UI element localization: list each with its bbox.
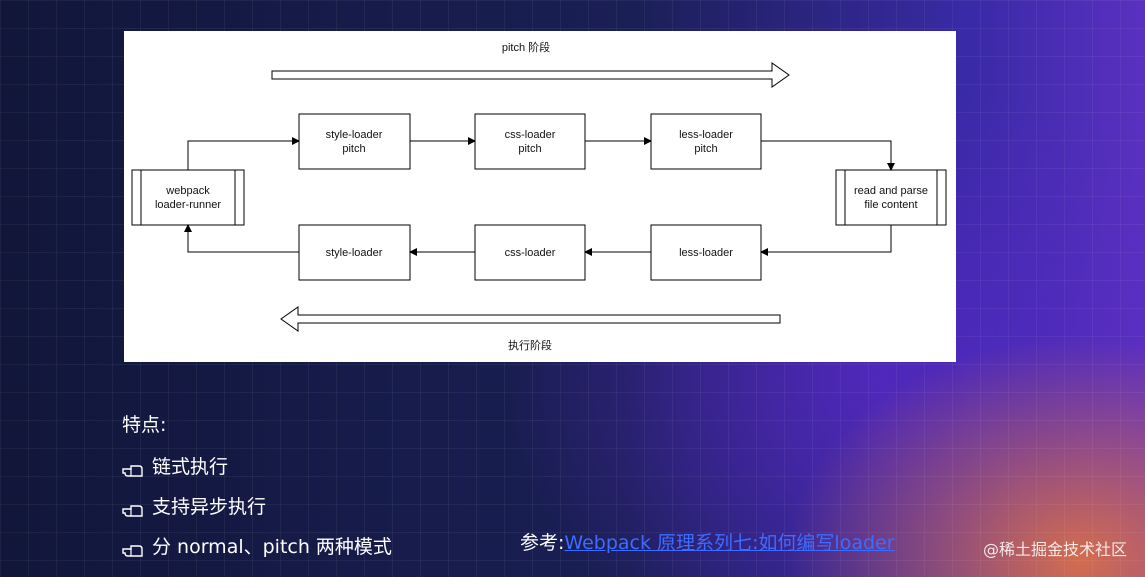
node-label-line2: pitch: [342, 143, 365, 155]
node-label-line1: read and parse: [854, 185, 928, 197]
pitch-phase-arrow: [271, 62, 790, 88]
node-label-line1: css-loader: [505, 129, 556, 141]
pitch-phase-label: pitch 阶段: [502, 40, 550, 54]
feature-text: 支持异步执行: [152, 496, 267, 518]
node-label-line2: pitch: [694, 143, 717, 155]
feature-item: 链式执行: [122, 447, 392, 487]
node-webpack-loader-runner: webpack loader-runner: [131, 169, 245, 226]
node-label: css-loader: [505, 247, 556, 259]
reference-link[interactable]: Webpack 原理系列七:如何编写loader: [564, 532, 895, 554]
node-less-loader-pitch: less-loader pitch: [650, 113, 762, 170]
feature-text: 链式执行: [152, 456, 229, 478]
hand-pointing-icon: [122, 539, 144, 557]
feature-item: 分 normal、pitch 两种模式: [122, 527, 392, 567]
node-label: less-loader: [679, 247, 733, 259]
edge-style-to-runner: [184, 224, 299, 253]
node-style-loader-pitch: style-loader pitch: [298, 113, 411, 170]
node-less-loader: less-loader: [650, 224, 762, 281]
feature-text: 分 normal、pitch 两种模式: [152, 536, 392, 558]
node-style-loader: style-loader: [298, 224, 411, 281]
node-css-loader-pitch: css-loader pitch: [474, 113, 586, 170]
node-label-line1: less-loader: [679, 129, 733, 141]
features-heading: 特点:: [122, 414, 167, 436]
hand-pointing-icon: [122, 499, 144, 517]
feature-item: 支持异步执行: [122, 487, 392, 527]
juejin-watermark: @稀土掘金技术社区: [982, 540, 1127, 559]
loader-flow-diagram: pitch 阶段 执行阶段 webpack loader-runner read…: [124, 31, 956, 362]
node-css-loader: css-loader: [474, 224, 586, 281]
node-label-line2: pitch: [518, 143, 541, 155]
node-label: style-loader: [326, 247, 383, 259]
node-read-and-parse: read and parse file content: [835, 169, 947, 226]
edge-read-parse-to-less: [760, 225, 892, 256]
execution-phase-label: 执行阶段: [508, 338, 552, 352]
hand-pointing-icon: [122, 459, 144, 477]
edge-less-pitch-to-read-parse: [761, 140, 895, 171]
connectors: [184, 137, 895, 256]
diagram-svg: pitch 阶段 执行阶段 webpack loader-runner read…: [131, 40, 947, 352]
node-label-line1: style-loader: [326, 129, 383, 141]
features-section: 特点: 链式执行 支持异步执行 分 normal、pitch 两种模式: [122, 410, 392, 567]
node-label-line1: webpack: [165, 185, 210, 197]
reference-line: 参考:Webpack 原理系列七:如何编写loader: [520, 528, 895, 555]
edge-runner-to-style-pitch: [187, 137, 300, 170]
node-label-line2: file content: [864, 199, 917, 211]
reference-prefix: 参考:: [520, 532, 565, 554]
execution-phase-arrow: [280, 306, 781, 332]
node-label-line2: loader-runner: [155, 199, 221, 211]
